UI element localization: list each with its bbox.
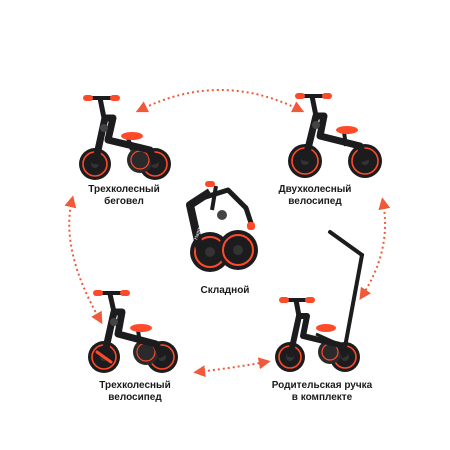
caption-line2: в комплекте xyxy=(291,392,353,403)
balance-bike-two-wheel-icon xyxy=(288,93,382,178)
arrow-right xyxy=(359,197,391,301)
tricycle-pedal-icon xyxy=(88,290,178,373)
arrow-bottom xyxy=(193,357,271,378)
caption-folded: Складной xyxy=(175,285,275,297)
caption-tricycle-parent-handle: Родительская ручка в комплекте xyxy=(262,380,382,404)
balance-bike-three-wheel-icon xyxy=(79,95,171,180)
folded-bike-icon: Happy Baby xyxy=(186,181,258,272)
caption-line2: велосипед xyxy=(288,196,342,207)
caption-balance-bike-three-wheel: Трехколесный беговел xyxy=(74,184,174,208)
caption-line1: Трехколесный xyxy=(88,184,160,195)
caption-line1: Трехколесный xyxy=(99,380,171,391)
tricycle-parent-handle-icon xyxy=(275,230,364,372)
caption-line1: Складной xyxy=(200,285,250,296)
caption-line1: Двухколесный xyxy=(278,184,352,195)
caption-tricycle-pedal: Трехколесный велосипед xyxy=(85,380,185,404)
caption-balance-bike-two-wheel: Двухколесный велосипед xyxy=(260,184,370,208)
caption-line2: беговел xyxy=(104,196,144,207)
arrow-top xyxy=(135,89,305,113)
caption-line1: Родительская ручка xyxy=(271,380,373,391)
arrow-left xyxy=(64,195,103,325)
caption-line2: велосипед xyxy=(108,392,162,403)
